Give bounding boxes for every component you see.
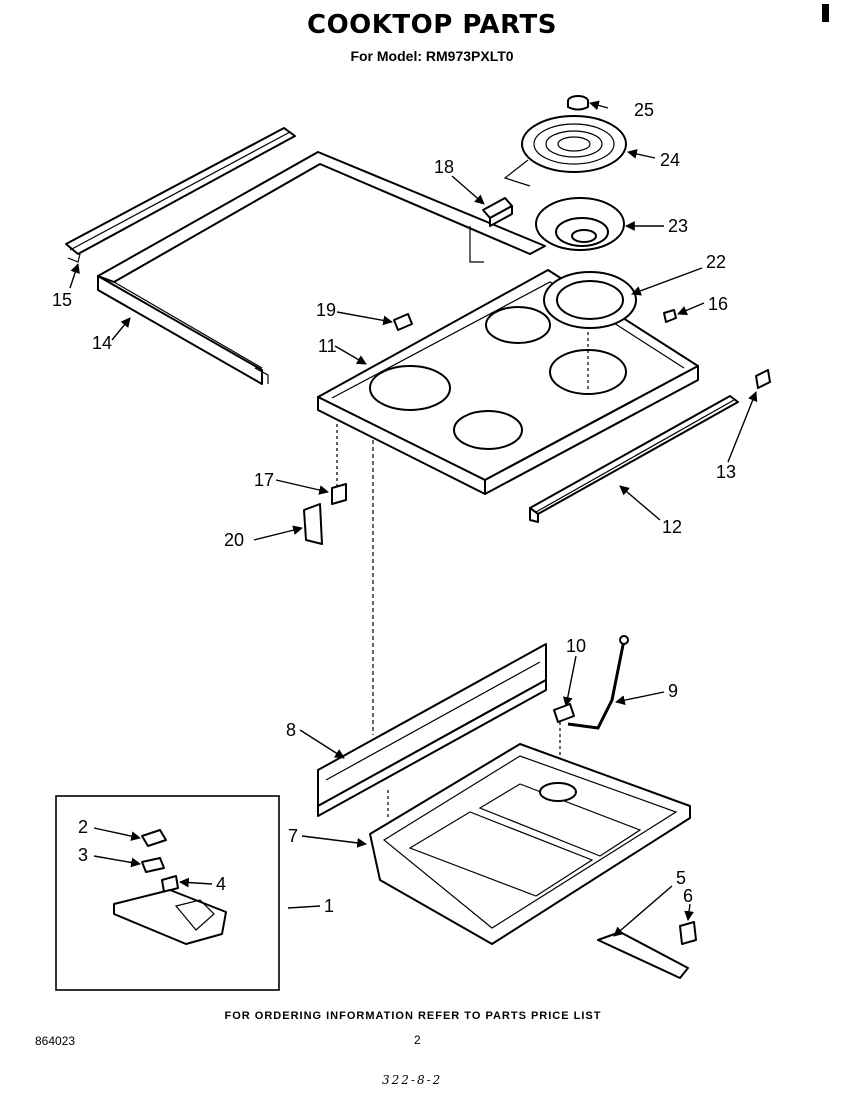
leader-lines	[69, 100, 758, 937]
part-18-receptacle	[482, 197, 513, 227]
handwritten-code: 322-8-2	[382, 1073, 443, 1087]
callout-18: 18	[434, 157, 454, 177]
model-subtitle: For Model: RM973PXLT0	[350, 48, 514, 64]
callout-20: 20	[224, 530, 244, 550]
inset-frame	[55, 795, 280, 991]
callout-2: 2	[78, 817, 88, 837]
callout-16: 16	[708, 294, 728, 314]
part-2-switch	[141, 829, 167, 847]
callout-3: 3	[78, 845, 88, 865]
part-14-frame	[97, 151, 546, 385]
ordering-note: FOR ORDERING INFORMATION REFER TO PARTS …	[224, 1010, 602, 1022]
part-13-bracket	[755, 369, 771, 389]
callout-9: 9	[668, 681, 678, 701]
callout-8: 8	[286, 720, 296, 740]
callout-22: 22	[706, 252, 726, 272]
callout-25: 25	[634, 100, 654, 120]
part-9-rod	[567, 635, 629, 730]
document-number: 864023	[35, 1034, 76, 1048]
part-17-bracket	[331, 424, 347, 505]
callout-17: 17	[254, 470, 274, 490]
callout-23: 23	[668, 216, 688, 236]
part-16-clip	[663, 309, 677, 323]
callout-12: 12	[662, 517, 682, 537]
callout-4: 4	[216, 874, 226, 894]
part-15-rear-trim	[65, 127, 296, 263]
callout-7: 7	[288, 826, 298, 846]
callout-13: 13	[716, 462, 736, 482]
callout-11: 11	[318, 336, 337, 356]
part-8-rear-panel	[317, 643, 547, 817]
page-number: 2	[414, 1033, 421, 1047]
part-25-element-cap	[567, 95, 589, 111]
callout-24: 24	[660, 150, 680, 170]
part-7-burner-box	[369, 743, 691, 945]
corner-mark	[822, 4, 829, 22]
callout-14: 14	[92, 333, 112, 353]
part-22-trim-ring	[543, 271, 637, 329]
part-6-clip	[679, 921, 697, 945]
callout-15: 15	[52, 290, 72, 310]
callout-1: 1	[324, 896, 334, 916]
part-19-clip	[393, 313, 413, 331]
part-20-bracket	[303, 503, 323, 545]
part-23-drip-bowl	[535, 197, 625, 251]
part-3-plate	[141, 857, 165, 873]
callout-6: 6	[683, 886, 693, 906]
part-5-bracket	[597, 931, 689, 979]
callout-19: 19	[316, 300, 336, 320]
part-24-surface-element	[503, 115, 627, 187]
part-11-cooktop	[317, 269, 699, 495]
callout-5: 5	[676, 868, 686, 888]
part-1-assembly	[113, 889, 227, 945]
part-4-clip	[161, 875, 179, 893]
part-12-front-trim	[529, 395, 739, 523]
callout-10: 10	[566, 636, 586, 656]
page-title: COOKTOP PARTS	[307, 10, 557, 40]
